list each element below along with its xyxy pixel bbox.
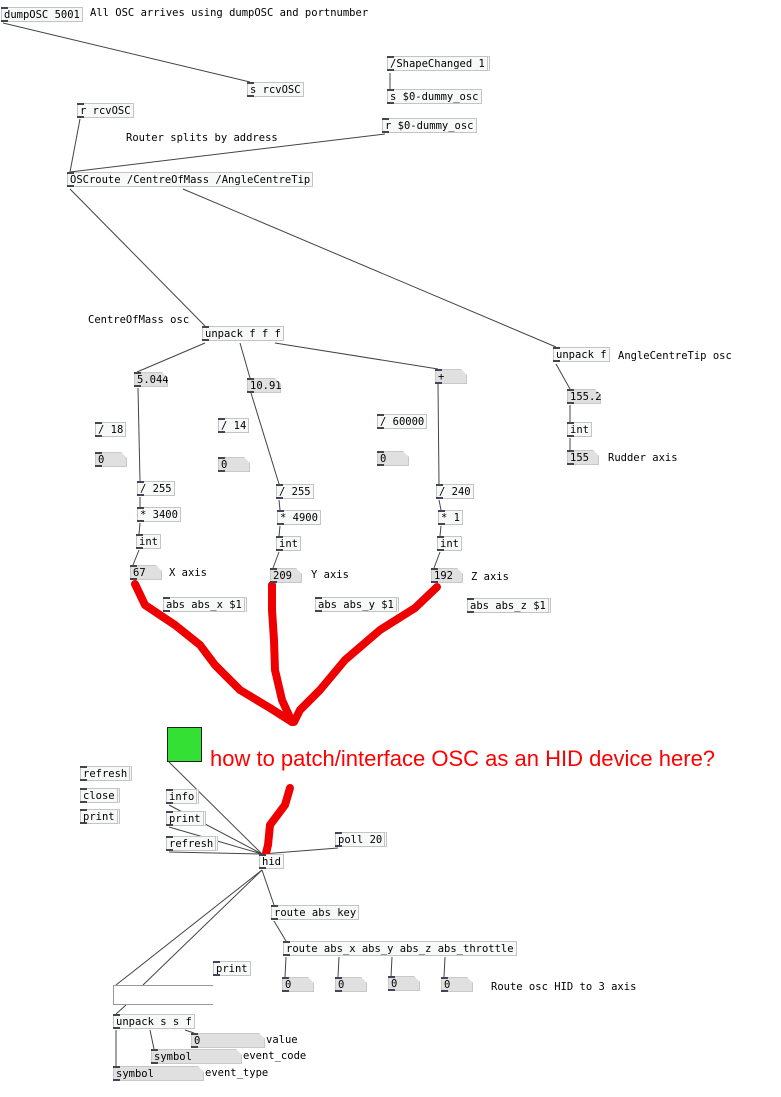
comment-value: value (266, 1034, 298, 1046)
receive-rcvosc-object[interactable]: r rcvOSC (77, 103, 134, 118)
number-x-raw[interactable]: 5.044 (134, 372, 168, 387)
number-y-raw[interactable]: 10.91 (247, 378, 281, 393)
comment-x-axis: X axis (169, 567, 207, 579)
send-rcvosc-object[interactable]: s rcvOSC (247, 82, 304, 97)
oscroute-object[interactable]: OSCroute /CentreOfMass /AngleCentreTip (67, 172, 314, 187)
number-z-axis[interactable]: 192 (431, 568, 463, 583)
number-box[interactable]: 0 (388, 976, 420, 991)
int-object[interactable]: int (136, 534, 161, 549)
int-object[interactable]: int (276, 536, 301, 551)
number-rudder[interactable]: 155 (567, 450, 599, 465)
comment-router: Router splits by address (126, 132, 278, 144)
comment-event-code: event_code (243, 1050, 307, 1062)
unpack-f-object[interactable]: unpack f (553, 347, 610, 362)
multiply-3400-object[interactable]: * 3400 (137, 507, 181, 522)
print-message[interactable]: print (166, 811, 206, 826)
hid-object[interactable]: hid (259, 854, 284, 869)
divide-240-object[interactable]: / 240 (436, 484, 474, 499)
comment-all-osc: All OSC arrives using dumpOSC and portnu… (90, 7, 369, 19)
toggle[interactable] (167, 727, 202, 762)
comment-y-axis: Y axis (311, 569, 349, 581)
number-x-axis[interactable]: 67 (130, 565, 162, 580)
receive-dummy-osc-object[interactable]: r $0-dummy_osc (382, 118, 477, 133)
divide-14-object[interactable]: / 14 (218, 418, 250, 433)
comment-z-axis: Z axis (471, 571, 509, 583)
int-object[interactable]: int (437, 536, 462, 551)
send-dummy-osc-object[interactable]: s $0-dummy_osc (387, 89, 482, 104)
poll-message[interactable]: poll 20 (335, 832, 388, 847)
number-box[interactable]: 0 (218, 457, 250, 472)
unpack-ssf-object[interactable]: unpack s s f (113, 1014, 195, 1029)
number-y-axis[interactable]: 209 (270, 568, 302, 583)
comment-route-hid: Route osc HID to 3 axis (491, 981, 637, 993)
print-message[interactable]: print (80, 809, 120, 824)
route-abs-key-object[interactable]: route abs key (271, 905, 360, 920)
number-z-raw[interactable]: + (435, 369, 467, 384)
multiply-4900-object[interactable]: * 4900 (277, 510, 321, 525)
number-box[interactable]: 0 (441, 977, 473, 992)
divide-255-x-object[interactable]: / 255 (137, 481, 175, 496)
symbol-event-type[interactable]: symbol (113, 1066, 204, 1081)
shapechanged-message[interactable]: /ShapeChanged 1 (387, 56, 490, 71)
print-object[interactable]: print (213, 961, 251, 976)
comment-rudder-axis: Rudder axis (608, 452, 678, 464)
number-box[interactable]: 0 (335, 977, 367, 992)
empty-object-box[interactable] (113, 985, 213, 1005)
comment-event-type: event_type (205, 1067, 269, 1079)
number-box[interactable]: 0 (95, 452, 127, 467)
divide-18-object[interactable]: / 18 (95, 422, 127, 437)
red-hand-drawn-strokes (131, 580, 441, 857)
refresh-message[interactable]: refresh (80, 766, 133, 781)
comment-centreofmass: CentreOfMass osc (88, 314, 190, 326)
route-axes-object[interactable]: route abs_x abs_y abs_z abs_throttle (283, 941, 517, 956)
abs-x-message[interactable]: abs abs_x $1 (163, 597, 247, 612)
number-angle-raw[interactable]: 155.2 (567, 389, 601, 404)
abs-y-message[interactable]: abs abs_y $1 (315, 597, 399, 612)
multiply-1-object[interactable]: * 1 (438, 510, 463, 525)
refresh-message[interactable]: refresh (166, 836, 219, 851)
symbol-event-code[interactable]: symbol (151, 1049, 242, 1064)
dumposc-object[interactable]: dumpOSC 5001 (1, 7, 83, 22)
unpack-fff-object[interactable]: unpack f f f (202, 326, 284, 341)
int-object[interactable]: int (567, 422, 592, 437)
divide-255-y-object[interactable]: / 255 (276, 484, 314, 499)
number-value[interactable]: 0 (191, 1033, 265, 1048)
divide-60000-object[interactable]: / 60000 (377, 414, 428, 429)
number-box[interactable]: 0 (377, 451, 409, 466)
comment-anglecentretip: AngleCentreTip osc (618, 350, 732, 362)
close-message[interactable]: close (80, 788, 120, 803)
annotation-question: how to patch/interface OSC as an HID dev… (210, 746, 716, 771)
info-message[interactable]: info (166, 789, 200, 804)
number-box[interactable]: 0 (282, 977, 314, 992)
abs-z-message[interactable]: abs abs_z $1 (467, 598, 551, 613)
